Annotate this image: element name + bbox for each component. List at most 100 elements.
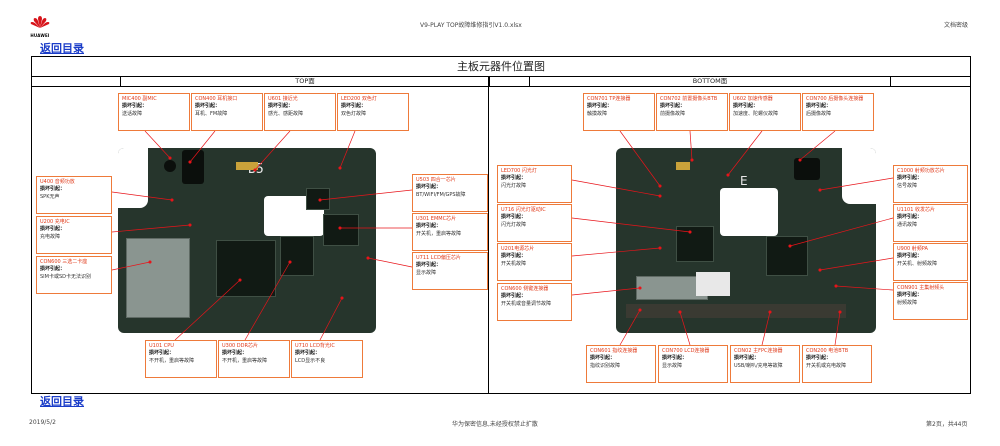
callout-label: 损坏引起：	[734, 355, 760, 362]
huawei-logo-text: HUAWEI	[30, 33, 50, 38]
callout-label: 损坏引起：	[587, 103, 613, 110]
callout-name: U503 四合一芯片	[416, 177, 456, 183]
leader-line	[111, 191, 173, 201]
top-connector	[164, 160, 176, 172]
sheet-title: 主板元器件位置图	[32, 57, 970, 77]
callout-u300: U300 DDR芯片 损坏引起： 不开机，重启等故障	[218, 340, 290, 378]
callout-name: MIC400 副MIC	[122, 96, 157, 102]
callout-name: U900 射频PA	[897, 246, 928, 252]
callout-con600-top: CON600 三选二卡座 损坏引起： SIM卡或SD卡无法识别	[36, 256, 112, 294]
callout-name: U200 充电IC	[40, 219, 70, 225]
callout-name: CON700 LCD连接器	[662, 348, 710, 354]
callout-label: 损坏引起：	[501, 214, 527, 221]
callout-desc: 开关机故障	[501, 260, 527, 267]
callout-label: 损坏引起：	[733, 103, 759, 110]
pmic-chip	[676, 226, 714, 262]
leader-line	[799, 130, 836, 161]
callout-desc: 前摄像故障	[660, 110, 686, 117]
gold-pads	[236, 162, 258, 170]
bottom-board-photo: E	[616, 148, 876, 333]
callout-desc: 闪光灯故障	[501, 221, 527, 228]
headphone-jack	[182, 150, 204, 184]
leader-line	[144, 130, 171, 159]
callout-name: U1101 收发芯片	[897, 207, 935, 213]
callout-name: U601 接近光	[268, 96, 298, 102]
callout-name: CON200 电池BTB	[806, 348, 849, 354]
callout-label: 损坏引起：	[501, 175, 527, 182]
callout-con701: CON701 TP连接器 损坏引起： 触摸故障	[583, 93, 655, 131]
callout-u900: U900 射频PA 损坏引起： 开关机、射频故障	[893, 243, 968, 281]
leader-line	[319, 297, 343, 341]
callout-desc: SPK无声	[40, 193, 60, 200]
leader-line	[367, 257, 413, 268]
callout-desc: 开关机或充电故障	[806, 362, 847, 369]
leader-line	[819, 177, 894, 191]
callout-label: 损坏引起：	[122, 103, 148, 110]
bottom-board-notch	[842, 148, 876, 204]
footer-notice: 华为保密信息,未经授权禁止扩散	[452, 421, 538, 428]
callout-desc: 感光、感距故障	[268, 110, 304, 117]
callout-desc: 双色灯故障	[341, 110, 367, 117]
callout-name: LED200 双色灯	[341, 96, 377, 102]
callout-name: CON701 TP连接器	[587, 96, 631, 102]
callout-u602: U602 加速传感器 损坏引起： 加速度、陀螺仪故障	[729, 93, 801, 131]
leader-line	[111, 261, 151, 271]
callout-u1101: U1101 收发芯片 损坏引起： 通讯故障	[893, 204, 968, 242]
leader-line	[244, 261, 291, 341]
callout-u716: U716 闪光灯驱动IC 损坏引起： 闪光灯故障	[497, 204, 572, 242]
callout-name: U710 LCD背光IC	[295, 343, 335, 349]
callout-label: 损坏引起：	[897, 292, 923, 299]
back-to-toc-link-bottom[interactable]: 返回目录	[40, 395, 84, 408]
callout-name: C1000 射频功放芯片	[897, 168, 945, 174]
footer-date: 2019/5/2	[29, 419, 56, 426]
top-side-label: TOP面	[120, 76, 490, 86]
leader-line	[789, 217, 894, 247]
leader-line	[319, 189, 413, 201]
back-to-toc-link-top[interactable]: 返回目录	[40, 42, 84, 55]
callout-desc: USB/喇叭/充电等故障	[734, 362, 783, 369]
callout-label: 损坏引起：	[416, 223, 442, 230]
callout-u301: U301 EMMC芯片 损坏引起： 开关机，重启等故障	[412, 213, 488, 251]
callout-desc: SIM卡或SD卡无法识别	[40, 273, 91, 280]
callout-label: 损坏引起：	[222, 350, 248, 357]
callout-name: CON400 耳机接口	[195, 96, 238, 102]
side-header-row: TOP面 BOTTOM面	[32, 76, 970, 87]
callout-con200: CON200 电池BTB 损坏引起： 开关机或充电故障	[802, 345, 872, 383]
callout-label: 损坏引起：	[341, 103, 367, 110]
leader-line	[761, 311, 771, 346]
leader-line	[679, 311, 691, 346]
callout-desc: 信号故障	[897, 182, 918, 189]
footer-page-number: 第2页，共44页	[926, 421, 968, 428]
callout-desc: 后摄像故障	[806, 110, 832, 117]
callout-con700-camera: CON700 后摄像头连接器 损坏引起： 后摄像故障	[802, 93, 874, 131]
callout-label: 损坏引起：	[806, 355, 832, 362]
leader-line	[819, 257, 894, 271]
leader-line	[571, 179, 661, 197]
callout-name: U201电源芯片	[501, 246, 535, 252]
board-notch	[118, 148, 148, 208]
callout-u400: U400 音频功放 损坏引起： SPK无声	[36, 176, 112, 214]
callout-name: U400 音频功放	[40, 179, 75, 185]
callout-u101: U101 CPU 损坏引起： 不开机，重启等故障	[145, 340, 217, 378]
label-sticker	[696, 272, 730, 296]
bottom-side-label: BOTTOM面	[529, 76, 891, 86]
callout-label: 损坏引起：	[40, 226, 66, 233]
callout-u710: U710 LCD背光IC 损坏引起： LCD显示不良	[291, 340, 363, 378]
callout-u601: U601 接近光 损坏引起： 感光、感距故障	[264, 93, 336, 131]
callout-name: CON02 主FPC连接器	[734, 348, 783, 354]
callout-desc: 加速度、陀螺仪故障	[733, 110, 779, 117]
callout-label: 损坏引起：	[501, 253, 527, 260]
leader-line	[571, 217, 691, 233]
callout-desc: 不开机，重启等故障	[149, 357, 195, 364]
callout-desc: 耳机、FM故障	[195, 110, 228, 117]
component-diagram-frame	[31, 56, 971, 394]
callout-desc: 显示故障	[416, 269, 437, 276]
callout-desc: 显示故障	[662, 362, 683, 369]
callout-desc: 开关机或音量调节故障	[501, 300, 552, 307]
callout-c1000: C1000 射频功放芯片 损坏引起： 信号故障	[893, 165, 968, 203]
callout-name: CON601 指纹连接器	[590, 348, 638, 354]
callout-label: 损坏引起：	[416, 262, 442, 269]
callout-label: 损坏引起：	[501, 293, 527, 300]
leader-line	[571, 247, 661, 257]
